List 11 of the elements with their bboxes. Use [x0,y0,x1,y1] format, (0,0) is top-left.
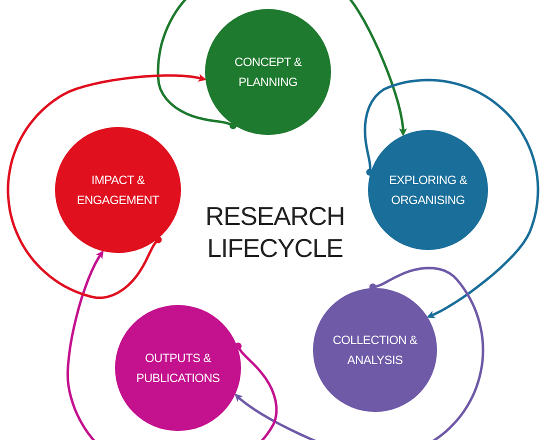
center-title: RESEARCH LIFECYCLE [205,200,345,264]
stage-label: OUTPUTS & PUBLICATIONS [135,350,221,387]
curved-arrow [234,266,484,440]
curved-arrow [156,0,407,136]
stage-label: IMPACT & ENGAGEMENT [76,172,160,209]
stage-label: COLLECTION & ANALYSIS [332,332,418,369]
stage-label: CONCEPT & PLANNING [233,54,303,91]
curved-arrow [364,78,540,318]
curved-arrow [66,250,278,440]
curved-arrow [6,74,206,300]
stage-label: EXPLORING & ORGANISING [388,172,468,209]
